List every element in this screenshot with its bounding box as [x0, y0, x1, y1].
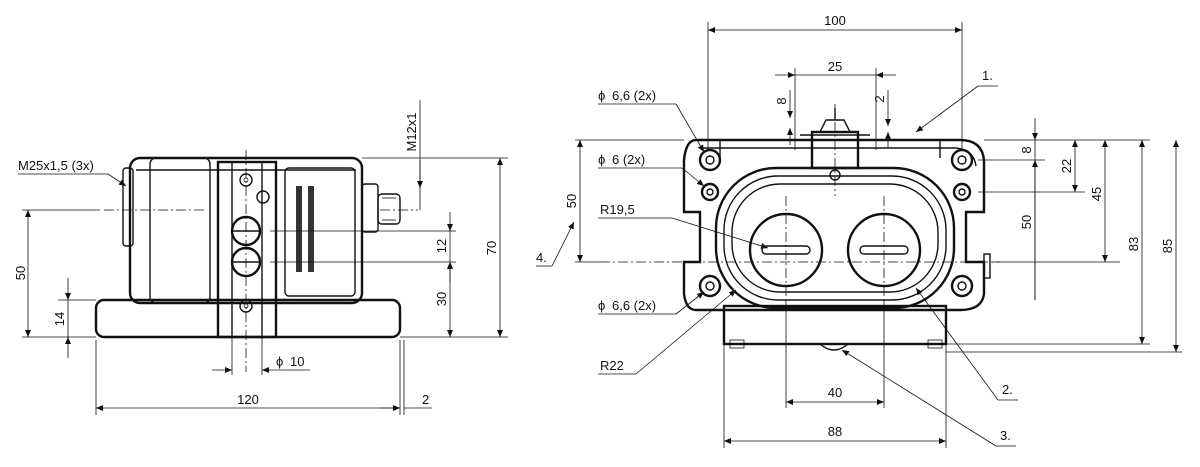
label-m12x1: M12x1: [404, 112, 419, 151]
dim-2-left: 2: [422, 392, 429, 407]
dim-30: 30: [434, 292, 449, 306]
hole-top-right: [950, 148, 974, 172]
dim-83: 83: [1126, 237, 1141, 251]
callout-3: 3.: [1000, 428, 1011, 443]
dim-120: 120: [237, 392, 259, 407]
callout-4: 4.: [536, 250, 547, 265]
m12-connector: [361, 183, 379, 233]
dim-50-vertical: 50: [564, 194, 579, 208]
label-phi6: 6 (2x): [612, 152, 645, 167]
dim-8-right: 8: [1019, 146, 1034, 153]
label-phi66-bottom: 6,6 (2x): [612, 298, 656, 313]
center-panel: [216, 160, 278, 339]
label-r22: R22: [600, 358, 624, 373]
label-plate: [284, 167, 356, 297]
phi-symbol-top: ϕ: [598, 88, 605, 103]
lower-body: [722, 304, 948, 346]
hole-bottom-right: [950, 274, 974, 298]
dim-14-left: 14: [52, 312, 67, 326]
phi-symbol-mid: ϕ: [598, 152, 605, 167]
label-m25: M25x1,5 (3x): [18, 158, 94, 173]
callout-2: 2.: [1002, 382, 1013, 397]
label-r195: R19,5: [600, 202, 635, 217]
left-view: 50 14 12 30 70 M12x1 M25x1,5 (3x) 120 2: [13, 100, 508, 415]
left-gland: [122, 167, 134, 247]
dim-8-top: 8: [774, 97, 789, 104]
dim-50-right: 50: [1019, 215, 1034, 229]
dim-25: 25: [828, 59, 842, 74]
hole-bottom-left: [698, 274, 722, 298]
hole-top-left: [698, 148, 722, 172]
right-view: 100 25 8 2 50 8 22 45 50 83 85: [536, 13, 1182, 448]
dim-40: 40: [828, 385, 842, 400]
label-phi66-top: 6,6 (2x): [612, 88, 656, 103]
callout-1: 1.: [982, 68, 993, 83]
dim-12: 12: [434, 239, 449, 253]
hole-mid-left: [700, 182, 720, 202]
dim-50-left: 50: [13, 266, 28, 280]
dim-2-top: 2: [872, 95, 887, 102]
phi-symbol-bottom: ϕ: [598, 298, 605, 313]
mounting-plate: [682, 138, 986, 312]
dim-70: 70: [484, 241, 499, 255]
dim-45: 45: [1089, 187, 1104, 201]
phi-symbol-left: ϕ: [276, 354, 283, 369]
hole-mid-right: [952, 182, 972, 202]
label-phi10: 10: [290, 354, 304, 369]
dim-100: 100: [824, 13, 846, 28]
dim-85: 85: [1160, 239, 1175, 253]
dim-22: 22: [1059, 159, 1074, 173]
dim-88: 88: [828, 424, 842, 439]
